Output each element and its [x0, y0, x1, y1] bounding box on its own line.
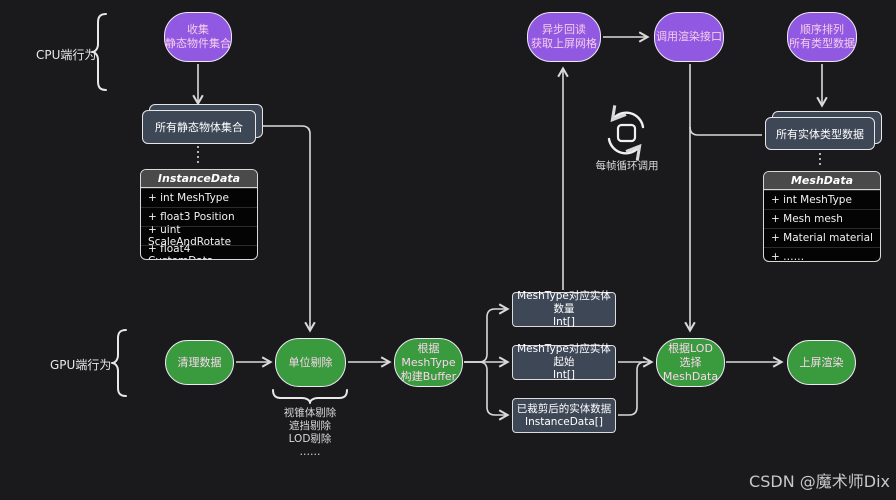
node-unit-cull: 单位剔除	[275, 338, 346, 387]
stack-entity-type-data-label: 所有实体类型数据	[765, 117, 875, 150]
gpu-brace	[111, 329, 127, 397]
buffer-entity-count: MeshType对应实体数量 Int[]	[512, 290, 616, 328]
class-field: + float3 Position	[141, 207, 257, 226]
cull-underbrace	[272, 389, 348, 404]
class-field: + ……	[764, 247, 880, 261]
loop-icon	[607, 105, 645, 161]
loop-note: 每帧循环调用	[595, 160, 659, 172]
node-clear-data: 清理数据	[165, 340, 234, 385]
edge-staticbox-to-cull	[257, 125, 316, 333]
class-field: + Mesh mesh	[764, 209, 880, 228]
class-field: + Material material	[764, 228, 880, 247]
class-mesh-data-title: MeshData	[764, 172, 880, 190]
node-call-render-api: 调用渲染接口	[654, 12, 724, 62]
node-async-readback: 异步回读 获取上屏网格	[527, 12, 601, 62]
class-instance-data-title: InstanceData	[141, 170, 257, 188]
node-select-meshdata-by-lod: 根据LOD 选择MeshData	[656, 338, 725, 387]
stack-entity-type-data: 所有实体类型数据	[765, 111, 882, 150]
stack-static-objects-label: 所有静态物体集合	[142, 110, 256, 144]
buffer-entity-start: MeshType对应实体起始 Int[]	[512, 343, 616, 381]
stack-static-objects: 所有静态物体集合	[142, 104, 263, 144]
node-collect-static-objects: 收集 静态物件集合	[164, 12, 232, 62]
class-field: + int MeshType	[141, 188, 257, 207]
cpu-brace	[91, 13, 107, 91]
class-instance-data: InstanceData + int MeshType + float3 Pos…	[140, 169, 258, 260]
edge-build-to-culledbuf	[464, 361, 510, 421]
csdn-watermark: CSDN @魔术师Dix	[749, 472, 890, 491]
cull-methods-note: 视锥体剔除 遮挡剔除 LOD剔除 ……	[283, 407, 337, 458]
class-field: + int MeshType	[764, 190, 880, 209]
edge-branch-to-entitybox	[689, 126, 762, 136]
class-field: + float4 CustomData	[141, 243, 257, 259]
buffer-culled-instances: 已裁剪后的实体数据 InstanceData[]	[512, 398, 616, 433]
node-screen-render: 上屏渲染	[787, 340, 856, 385]
node-build-buffer: 根据MeshType 构建Buffer	[394, 338, 463, 387]
edge-culledbuf-merge	[618, 361, 646, 416]
node-sort-all-type-data: 顺序排列 所有类型数据	[787, 12, 857, 62]
class-mesh-data: MeshData + int MeshType + Mesh mesh + Ma…	[763, 171, 881, 262]
gpu-side-label: GPU端行为	[50, 358, 112, 372]
edge-build-to-countbuf	[464, 303, 510, 363]
cpu-side-label: CPU端行为	[36, 48, 97, 62]
